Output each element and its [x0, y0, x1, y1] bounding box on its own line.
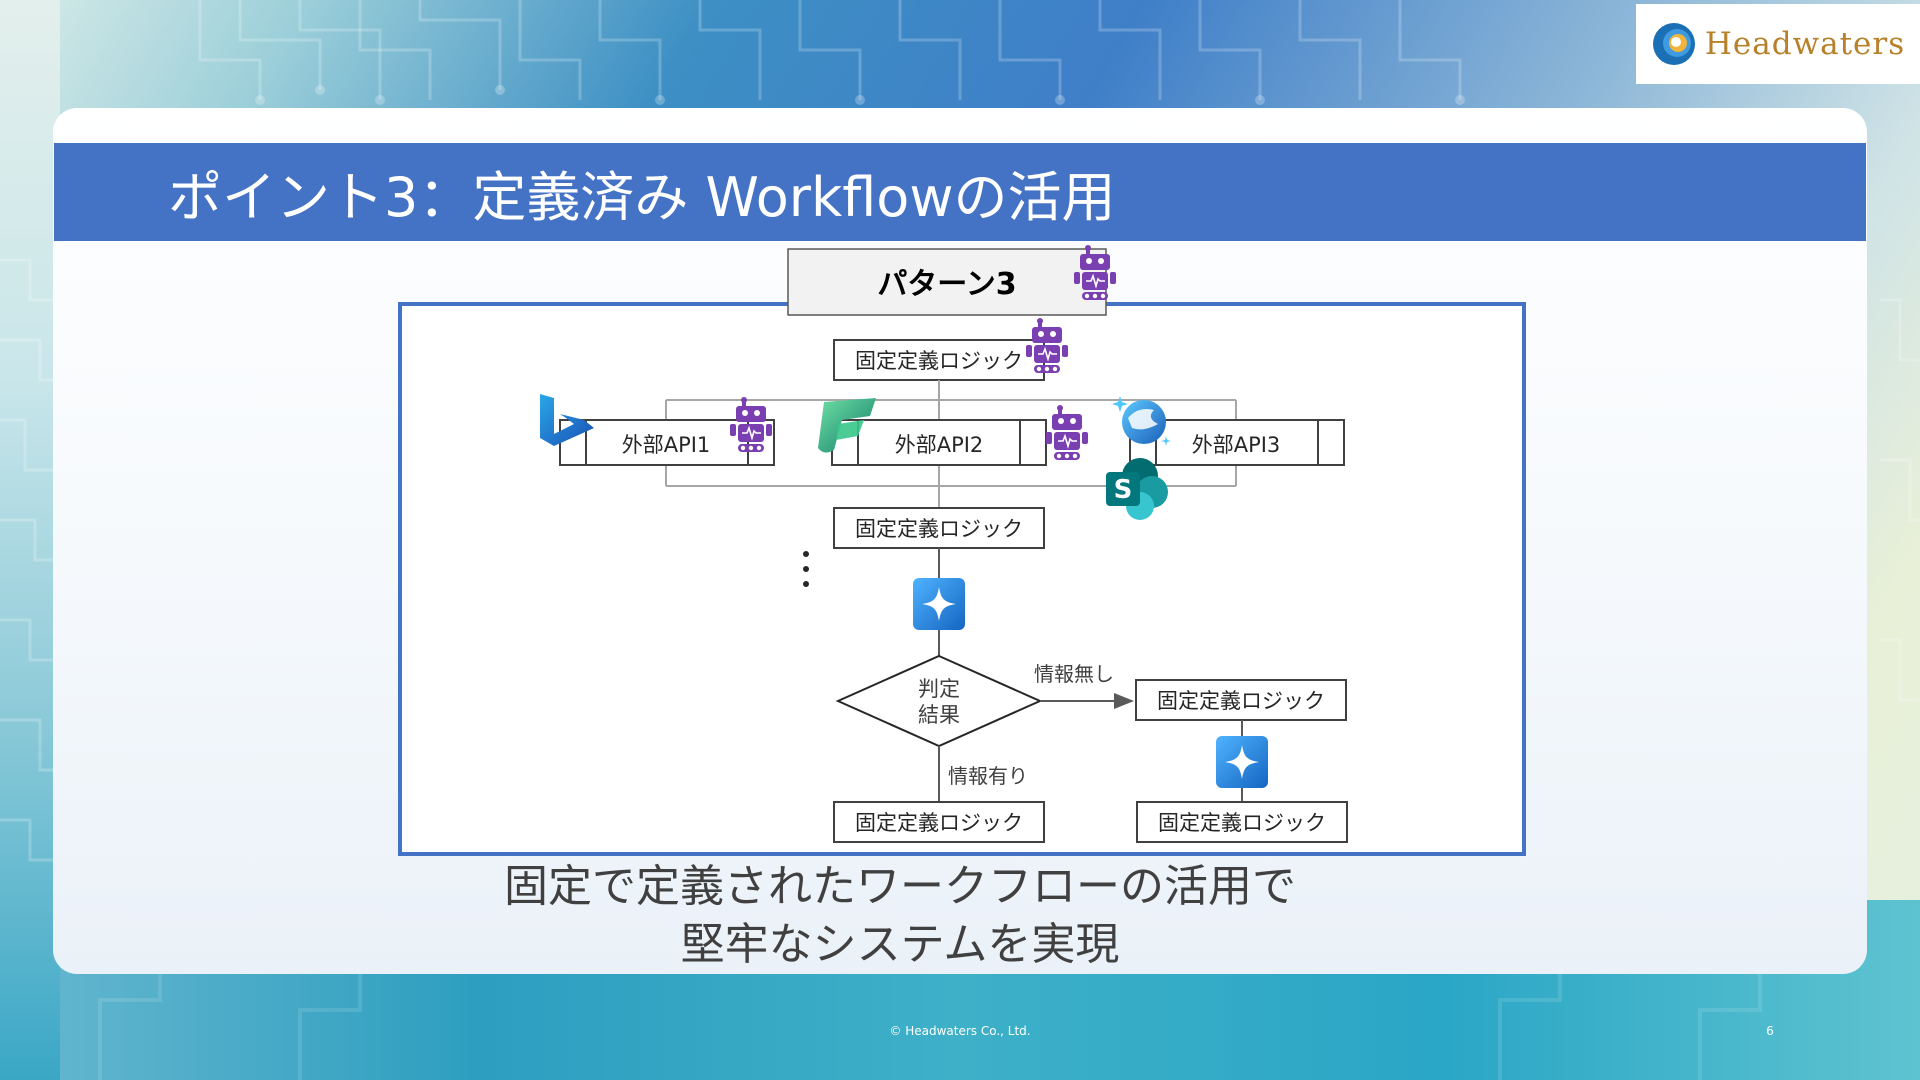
bing-icon	[540, 394, 594, 446]
api1-label: 外部API1	[622, 433, 711, 457]
ellipsis-icon	[803, 551, 809, 587]
sharepoint-icon: S	[1106, 458, 1168, 520]
decision-label-line2: 結果	[918, 703, 960, 727]
right-bottom-logic-label: 固定定義ロジック	[1158, 811, 1326, 835]
headwaters-logo: Headwaters	[1636, 4, 1920, 84]
slide-title: ポイント3：定義済み Workflowの活用	[168, 165, 1116, 229]
title-bar: ポイント3：定義済み Workflowの活用	[54, 143, 1866, 241]
edge-no-info-label: 情報無し	[1034, 662, 1114, 686]
top-logic-label: 固定定義ロジック	[855, 349, 1023, 373]
api2-label: 外部API2	[895, 433, 984, 457]
bottom-logic-box	[833, 801, 1045, 843]
cosmos-icon	[1112, 396, 1171, 446]
headwaters-logo-text: Headwaters	[1704, 26, 1906, 62]
copilot-studio-icon	[913, 578, 965, 630]
footer-copyright: © Headwaters Co., Ltd.	[889, 1024, 1031, 1038]
caption: 固定で定義されたワークフローの活用で 堅牢なシステムを実現	[400, 858, 1400, 974]
page-number: 6	[1766, 1024, 1774, 1038]
svg-text:S: S	[1114, 475, 1133, 505]
mid-logic-box	[833, 507, 1045, 549]
api3-label: 外部API3	[1192, 433, 1281, 457]
decision-label-line1: 判定	[918, 677, 960, 701]
pattern-header-box	[787, 248, 1107, 316]
caption-line-1: 固定で定義されたワークフローの活用で	[504, 861, 1296, 912]
pattern-header-label: パターン3	[877, 267, 1016, 302]
bottom-logic-label: 固定定義ロジック	[855, 811, 1023, 835]
caption-line-2: 堅牢なシステムを実現	[680, 919, 1120, 970]
fabric-icon	[818, 398, 876, 453]
right-bottom-logic-box	[1136, 801, 1348, 843]
right-logic-label: 固定定義ロジック	[1157, 689, 1325, 713]
api2-box	[831, 419, 1047, 466]
background-left-band	[0, 0, 60, 1080]
headwaters-logo-icon	[1652, 23, 1695, 65]
right-logic-box	[1135, 679, 1347, 721]
edge-has-info-label: 情報有り	[948, 764, 1028, 788]
mid-logic-label: 固定定義ロジック	[855, 517, 1023, 541]
copilot-studio-icon	[1216, 736, 1268, 788]
